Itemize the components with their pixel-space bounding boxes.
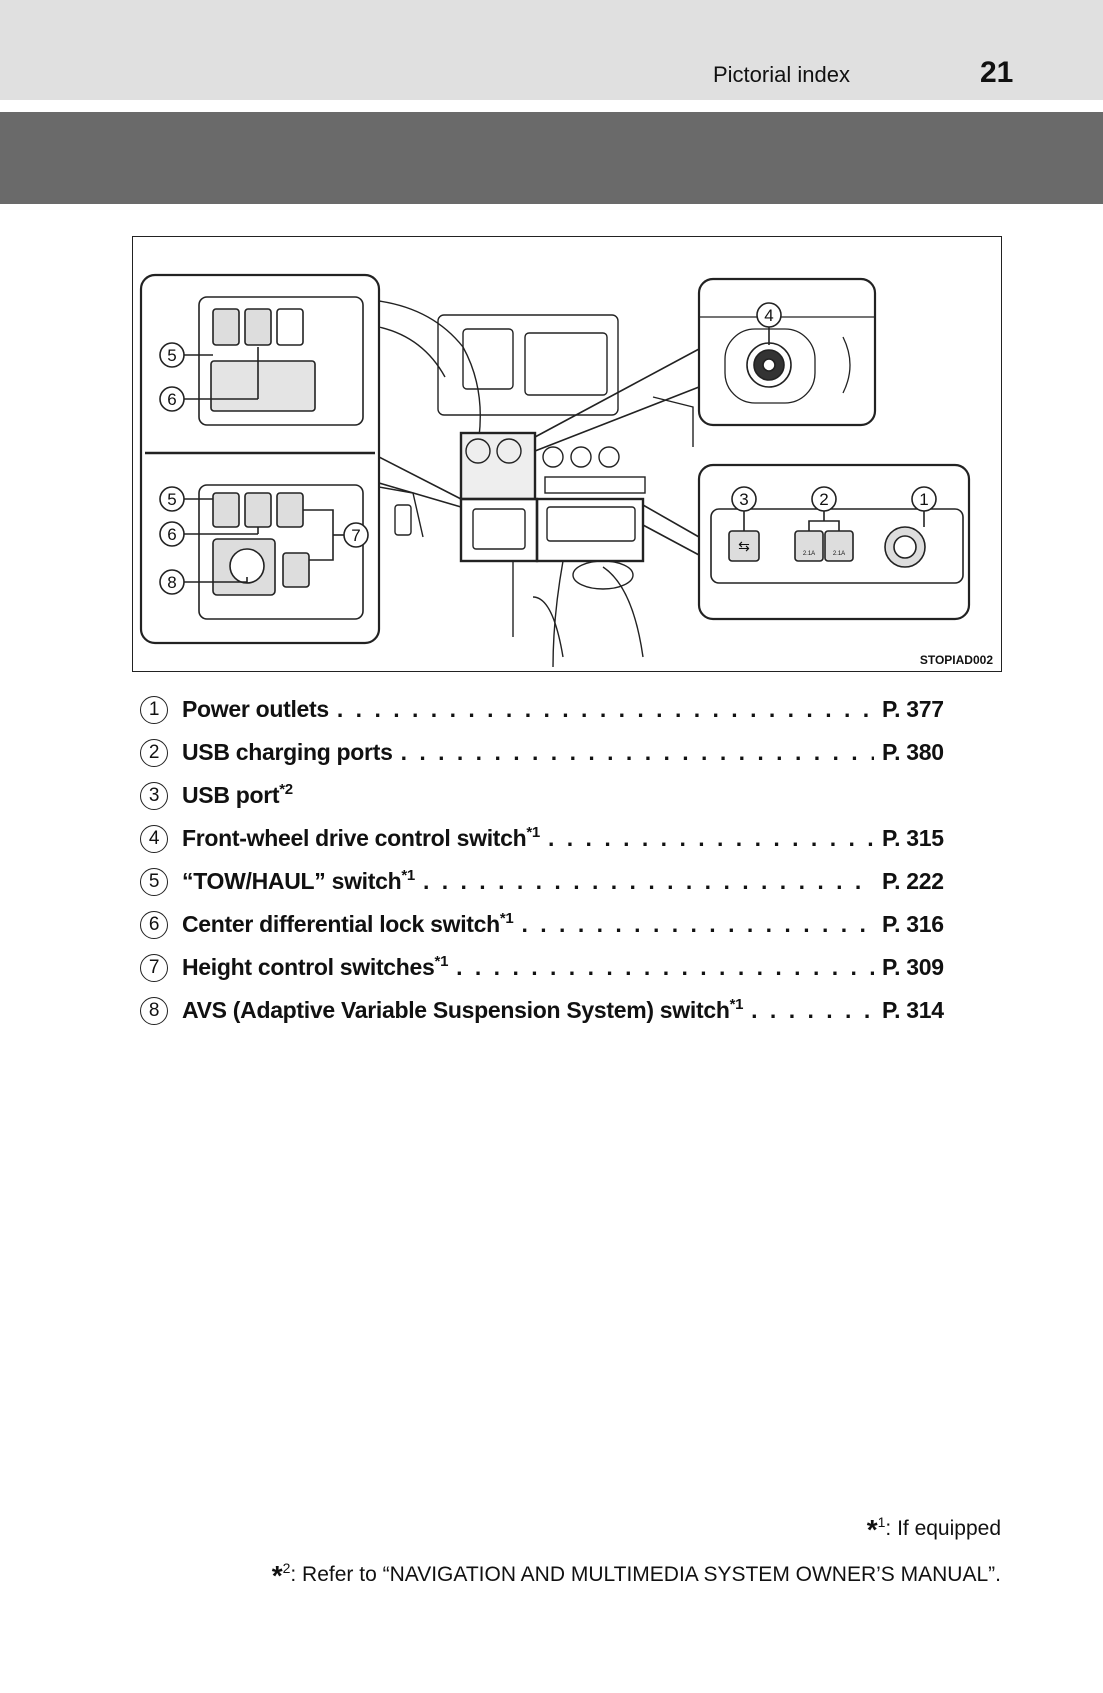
callout-3: 3 bbox=[739, 490, 748, 509]
index-item-front-wheel-drive-switch: 4 Front-wheel drive control switch*1 P. … bbox=[140, 817, 960, 860]
page-ref: P. 315 bbox=[882, 825, 944, 851]
header-band bbox=[0, 0, 1103, 100]
index-item-usb-port: 3 USB port*2 bbox=[140, 774, 960, 817]
callout-8: 8 bbox=[167, 573, 176, 592]
item-number: 3 bbox=[140, 781, 168, 810]
dot-leader bbox=[548, 825, 874, 852]
item-label: Center differential lock switch*1 bbox=[182, 910, 514, 937]
front-drive-switch-inset: 4 bbox=[697, 277, 877, 427]
item-label: USB port*2 bbox=[182, 781, 293, 808]
callout-4: 4 bbox=[764, 306, 773, 325]
callout-5-bottom: 5 bbox=[167, 490, 176, 509]
dot-leader bbox=[521, 911, 874, 938]
index-item-center-diff-lock-switch: 6 Center differential lock switch*1 P. 3… bbox=[140, 903, 960, 946]
usb-rating-left: 2.1A bbox=[803, 551, 815, 557]
chapter-band bbox=[0, 112, 1103, 204]
ports-inset: ⇆ 2.1A 2.1A 3 2 1 bbox=[697, 463, 971, 621]
item-number: 4 bbox=[140, 824, 168, 853]
dot-leader bbox=[423, 868, 874, 895]
index-item-power-outlets: 1 Power outlets P. 377 bbox=[140, 688, 960, 731]
callout-1: 1 bbox=[919, 490, 928, 509]
item-number: 2 bbox=[140, 738, 168, 767]
item-label: USB charging ports bbox=[182, 739, 393, 765]
dot-leader bbox=[751, 997, 874, 1024]
page-ref: P. 309 bbox=[882, 954, 944, 980]
item-label: AVS (Adaptive Variable Suspension System… bbox=[182, 996, 744, 1023]
index-item-height-control-switches: 7 Height control switches*1 P. 309 bbox=[140, 946, 960, 989]
item-label: “TOW/HAUL” switch*1 bbox=[182, 867, 415, 894]
item-number: 8 bbox=[140, 996, 168, 1025]
dot-leader bbox=[337, 696, 874, 723]
callout-6-top: 6 bbox=[167, 390, 176, 409]
page-ref: P. 316 bbox=[882, 911, 944, 937]
callout-2: 2 bbox=[819, 490, 828, 509]
footnote-2: *2: Refer to “NAVIGATION AND MULTIMEDIA … bbox=[271, 1560, 1001, 1591]
item-number: 6 bbox=[140, 910, 168, 939]
figure-code: STOPIAD002 bbox=[919, 653, 993, 667]
footnotes: *1: If equipped *2: Refer to “NAVIGATION… bbox=[272, 1503, 1001, 1595]
switch-panel-inset: 5 6 5 6 8 7 bbox=[139, 273, 381, 645]
footnote-1: *1: If equipped bbox=[866, 1514, 1001, 1545]
index-list: 1 Power outlets P. 377 2 USB charging po… bbox=[140, 688, 960, 1032]
item-label: Front-wheel drive control switch*1 bbox=[182, 824, 540, 851]
section-title: Pictorial index bbox=[713, 62, 850, 87]
item-number: 1 bbox=[140, 695, 168, 724]
index-item-tow-haul-switch: 5 “TOW/HAUL” switch*1 P. 222 bbox=[140, 860, 960, 903]
page-ref: P. 222 bbox=[882, 868, 944, 894]
pointer-lines bbox=[378, 348, 700, 556]
dot-leader bbox=[456, 954, 874, 981]
page-number: 21 bbox=[980, 56, 1014, 89]
usb-icon: ⇆ bbox=[738, 538, 750, 554]
index-item-usb-charging-ports: 2 USB charging ports P. 380 bbox=[140, 731, 960, 774]
usb-rating-right: 2.1A bbox=[833, 551, 845, 557]
callout-5-top: 5 bbox=[167, 346, 176, 365]
index-item-avs-switch: 8 AVS (Adaptive Variable Suspension Syst… bbox=[140, 989, 960, 1032]
page-ref: P. 314 bbox=[882, 997, 944, 1023]
page-ref: P. 377 bbox=[882, 696, 944, 722]
callout-6-bottom: 6 bbox=[167, 525, 176, 544]
callout-7: 7 bbox=[351, 526, 360, 545]
dashboard-center bbox=[378, 300, 694, 668]
page-ref: P. 380 bbox=[882, 739, 944, 765]
item-label: Power outlets bbox=[182, 696, 329, 722]
dot-leader bbox=[401, 739, 874, 766]
item-number: 5 bbox=[140, 867, 168, 896]
item-number: 7 bbox=[140, 953, 168, 982]
item-label: Height control switches*1 bbox=[182, 953, 449, 980]
dashboard-illustration: 5 6 5 6 8 7 bbox=[132, 236, 1002, 672]
